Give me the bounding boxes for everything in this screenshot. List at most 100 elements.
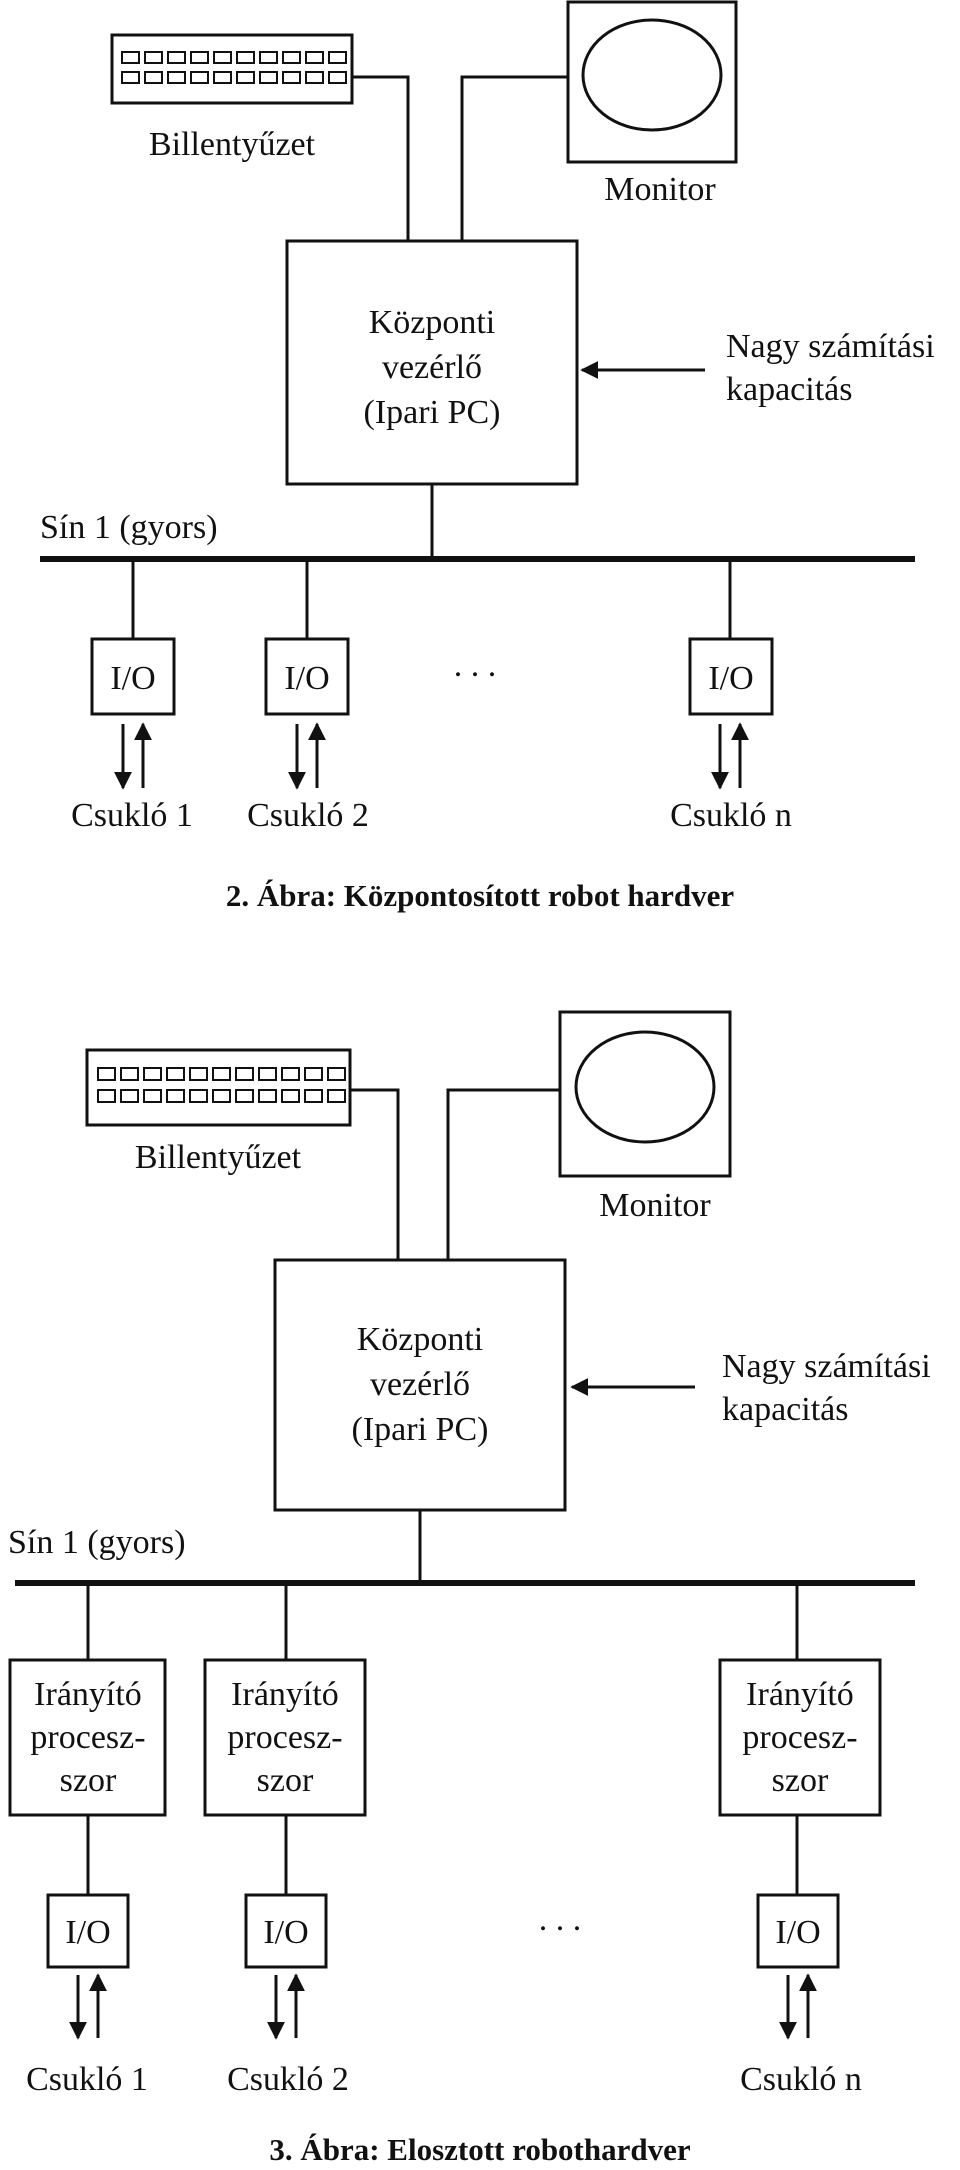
key-cap xyxy=(144,71,163,84)
joint-n-label: Csukló n xyxy=(740,2061,862,2098)
controller-line-3: (Ipari PC) xyxy=(364,394,501,431)
key-cap xyxy=(327,1067,346,1081)
key-cap xyxy=(166,1067,185,1081)
figure-2-caption: 2. Ábra: Központosított robot hardver xyxy=(226,878,735,913)
key-cap xyxy=(304,1089,323,1103)
io-label: I/O xyxy=(65,1914,110,1951)
key-cap xyxy=(190,51,209,64)
processor-line-1: Irányító xyxy=(746,1676,854,1713)
keyboard-icon xyxy=(110,33,354,105)
io-label: I/O xyxy=(708,660,753,697)
monitor-connection xyxy=(446,1088,560,1260)
key-cap xyxy=(282,71,301,84)
key-cap xyxy=(304,1067,323,1081)
key-cap xyxy=(120,1067,139,1081)
monitor-label: Monitor xyxy=(599,1187,711,1224)
processor-unit-n: Irányító procesz- szor xyxy=(718,1583,882,1895)
keyboard-label: Billentyűzet xyxy=(135,1139,302,1176)
monitor-icon xyxy=(558,1010,732,1178)
keyboard-label: Billentyűzet xyxy=(149,126,316,163)
processor-line-3: szor xyxy=(257,1762,314,1799)
keyboard-connection xyxy=(350,1088,400,1260)
key-cap xyxy=(281,1089,300,1103)
io-unit-1: I/O xyxy=(90,559,176,790)
key-cap xyxy=(281,1067,300,1081)
processor-line-2: procesz- xyxy=(30,1719,145,1756)
processor-unit-2: Irányító procesz- szor xyxy=(203,1583,367,1895)
capacity-line-1: Nagy számítási xyxy=(726,328,935,365)
key-cap xyxy=(259,51,278,64)
monitor-label: Monitor xyxy=(604,171,716,208)
io-unit-2: I/O xyxy=(264,559,350,790)
monitor-connection xyxy=(460,75,568,241)
key-cap xyxy=(212,1067,231,1081)
key-cap xyxy=(121,71,140,84)
processor-unit-1: Irányító procesz- szor xyxy=(8,1583,167,1895)
io-unit-n: I/O xyxy=(756,1893,840,2040)
key-cap xyxy=(328,51,347,64)
io-label: I/O xyxy=(284,660,329,697)
key-cap xyxy=(235,1067,254,1081)
processor-line-1: Irányító xyxy=(231,1676,339,1713)
controller-line-2: vezérlő xyxy=(382,349,482,386)
key-cap xyxy=(120,1089,139,1103)
controller-line-1: Központi xyxy=(369,304,496,341)
bus-label: Sín 1 (gyors) xyxy=(40,509,218,546)
central-controller-box xyxy=(273,1258,567,1512)
io-label: I/O xyxy=(263,1914,308,1951)
key-cap xyxy=(258,1067,277,1081)
key-cap xyxy=(121,51,140,64)
joint-1-label: Csukló 1 xyxy=(71,797,193,834)
key-cap xyxy=(189,1089,208,1103)
monitor-icon xyxy=(566,0,738,164)
key-cap xyxy=(327,1089,346,1103)
capacity-line-2: kapacitás xyxy=(722,1391,849,1428)
processor-line-2: procesz- xyxy=(227,1719,342,1756)
key-cap xyxy=(305,71,324,84)
key-cap xyxy=(236,51,255,64)
controller-line-1: Központi xyxy=(357,1321,484,1358)
controller-line-3: (Ipari PC) xyxy=(352,1411,489,1448)
key-cap xyxy=(97,1067,116,1081)
key-cap xyxy=(166,1089,185,1103)
io-unit-2: I/O xyxy=(244,1893,328,2040)
key-cap xyxy=(235,1089,254,1103)
processor-line-3: szor xyxy=(60,1762,117,1799)
joint-n-label: Csukló n xyxy=(670,797,792,834)
key-cap xyxy=(167,71,186,84)
ellipsis: . . . xyxy=(539,1901,582,1938)
key-cap xyxy=(167,51,186,64)
key-cap xyxy=(236,71,255,84)
bus-label: Sín 1 (gyors) xyxy=(8,1524,186,1561)
key-cap xyxy=(97,1089,116,1103)
io-label: I/O xyxy=(110,660,155,697)
figure-3-caption: 3. Ábra: Elosztott robothardver xyxy=(269,2132,691,2167)
key-cap xyxy=(213,71,232,84)
figure-3: Billentyűzet Monitor Központi vezérlő (I… xyxy=(8,1010,931,2167)
key-cap xyxy=(258,1089,277,1103)
key-cap xyxy=(143,1067,162,1081)
processor-line-2: procesz- xyxy=(742,1719,857,1756)
controller-line-2: vezérlő xyxy=(370,1366,470,1403)
key-cap xyxy=(190,71,209,84)
joint-1-label: Csukló 1 xyxy=(26,2061,148,2098)
ellipsis: . . . xyxy=(454,647,497,684)
figure-2: Billentyűzet Monitor Központi vezérlő (I… xyxy=(40,0,935,913)
capacity-line-1: Nagy számítási xyxy=(722,1348,931,1385)
key-cap xyxy=(305,51,324,64)
key-cap xyxy=(259,71,278,84)
keyboard-connection xyxy=(352,75,410,241)
capacity-line-2: kapacitás xyxy=(726,371,853,408)
io-unit-1: I/O xyxy=(46,1893,130,2040)
key-cap xyxy=(213,51,232,64)
key-cap xyxy=(143,1089,162,1103)
joint-2-label: Csukló 2 xyxy=(247,797,369,834)
joint-2-label: Csukló 2 xyxy=(227,2061,349,2098)
key-cap xyxy=(212,1089,231,1103)
io-unit-n: I/O xyxy=(688,559,774,790)
key-cap xyxy=(189,1067,208,1081)
key-cap xyxy=(328,71,347,84)
key-cap xyxy=(144,51,163,64)
processor-line-3: szor xyxy=(772,1762,829,1799)
